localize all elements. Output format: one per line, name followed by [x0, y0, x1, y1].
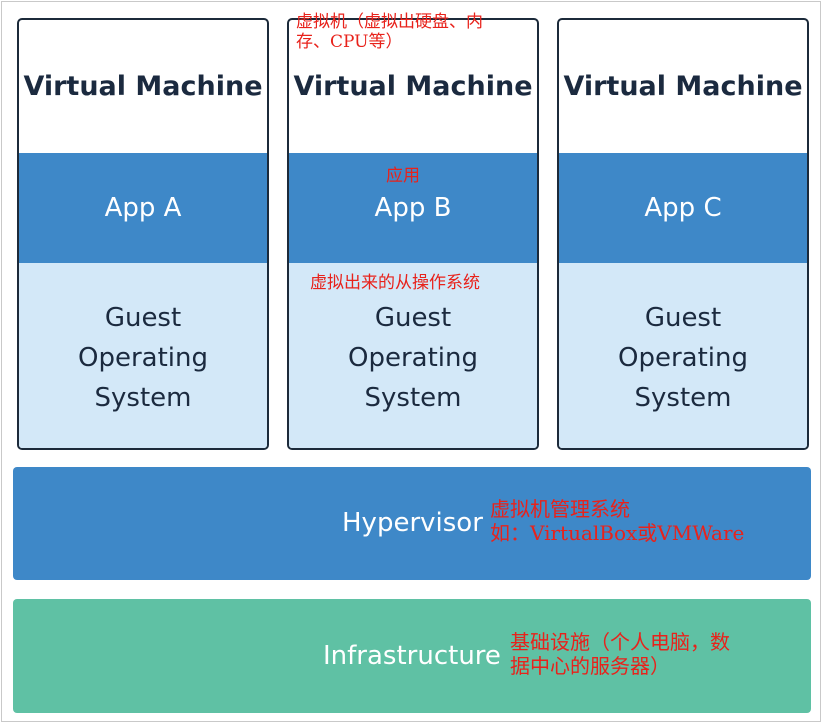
- vm-c-title: Virtual Machine: [563, 71, 803, 102]
- vm-b-app: App B: [289, 153, 537, 263]
- vm-b: Virtual Machine App B Guest Operating Sy…: [287, 18, 539, 450]
- annotation-guest-os: 虚拟出来的从操作系统: [310, 273, 480, 293]
- vm-b-title: Virtual Machine: [293, 71, 533, 102]
- annotation-vm: 虚拟机（虚拟出硬盘、内 存、CPU等）: [296, 12, 483, 52]
- vm-c: Virtual Machine App C Guest Operating Sy…: [557, 18, 809, 450]
- vm-a-title: Virtual Machine: [23, 71, 263, 102]
- hypervisor-label: Hypervisor: [342, 508, 483, 538]
- vm-a: Virtual Machine App A Guest Operating Sy…: [17, 18, 269, 450]
- infrastructure-label: Infrastructure: [323, 641, 501, 671]
- vm-c-app: App C: [559, 153, 807, 263]
- vm-c-guest-os: Guest Operating System: [559, 263, 807, 448]
- hypervisor-layer: Hypervisor: [13, 467, 811, 580]
- annotation-app: 应用: [386, 166, 420, 186]
- vm-a-guest-os: Guest Operating System: [19, 263, 267, 448]
- infrastructure-layer: Infrastructure: [13, 599, 811, 713]
- vm-b-guest-os: Guest Operating System: [289, 263, 537, 448]
- annotation-hypervisor: 虚拟机管理系统 如：VirtualBox或VMWare: [490, 497, 745, 545]
- vm-a-app: App A: [19, 153, 267, 263]
- annotation-infrastructure: 基础设施（个人电脑，数 据中心的服务器）: [510, 630, 730, 678]
